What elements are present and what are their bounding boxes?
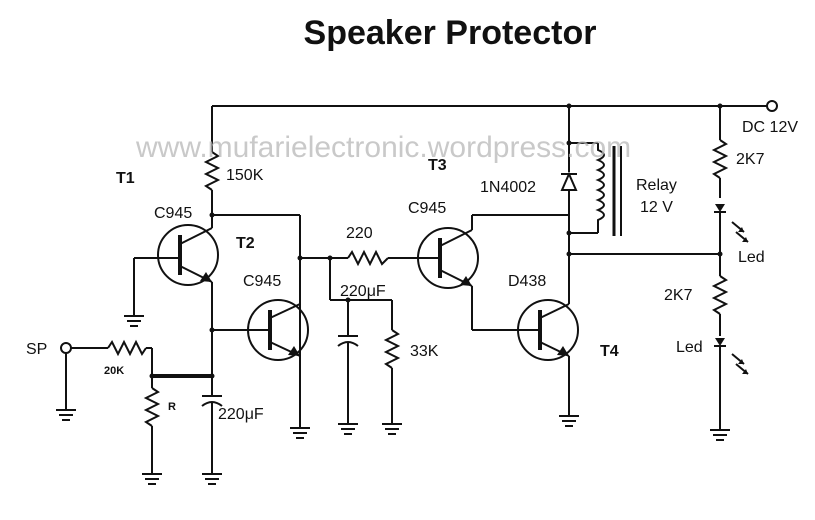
led-branch	[710, 106, 749, 441]
capacitor-input-label: 220μF	[218, 406, 264, 423]
led-top-symbol	[715, 204, 725, 212]
speaker-input-label: SP	[26, 341, 47, 358]
resistor-2k7-top-label: 2K7	[736, 151, 765, 168]
led-top-label: Led	[738, 249, 765, 266]
supply-rail	[212, 100, 778, 112]
transistor-t1	[133, 215, 219, 376]
resistor-220-label: 220	[346, 225, 373, 242]
diode-1n4002	[560, 106, 578, 257]
resistor-20k-label: 20K	[104, 365, 124, 377]
timing-network	[329, 258, 402, 435]
resistor-20k	[71, 339, 153, 376]
t1-name-label: T1	[116, 170, 135, 187]
resistor-r	[142, 376, 162, 485]
relay-coil	[569, 142, 622, 236]
t1-part-label: C945	[154, 205, 192, 222]
resistor-220	[297, 249, 428, 267]
t3-name-label: T3	[428, 157, 447, 174]
transistor-t2	[209, 299, 309, 361]
transistor-t4	[517, 254, 579, 427]
relay-label-line2: 12 V	[640, 199, 673, 216]
resistor-150k	[203, 106, 221, 215]
resistor-2k7-bottom-label: 2K7	[664, 287, 693, 304]
resistor-150k-label: 150K	[226, 167, 264, 184]
transistor-t3	[417, 214, 569, 331]
t2-part-label: C945	[243, 273, 281, 290]
t4-name-label: T4	[600, 343, 619, 360]
resistor-33k-label: 33K	[410, 343, 439, 360]
t4-part-label: D438	[508, 273, 546, 290]
diagram-title: Speaker Protector	[304, 14, 597, 52]
diode-label: 1N4002	[480, 179, 536, 196]
capacitor-input	[201, 376, 223, 485]
speaker-input-terminal	[56, 342, 76, 421]
ground-t2-emitter	[290, 427, 310, 439]
relay-label-line1: Relay	[636, 177, 677, 194]
watermark-text: www.mufarielectronic.wordpress.com	[135, 131, 631, 164]
supply-label: DC 12V	[742, 119, 798, 136]
led-bottom-label: Led	[676, 339, 703, 356]
resistor-r-label: R	[168, 401, 176, 413]
dc-supply-terminal	[766, 100, 778, 112]
t3-part-label: C945	[408, 200, 446, 217]
t2-name-label: T2	[236, 235, 255, 252]
led-bottom-symbol	[715, 338, 725, 346]
ground-t1-base	[124, 315, 144, 327]
capacitor-timing-label: 220μF	[340, 283, 386, 300]
